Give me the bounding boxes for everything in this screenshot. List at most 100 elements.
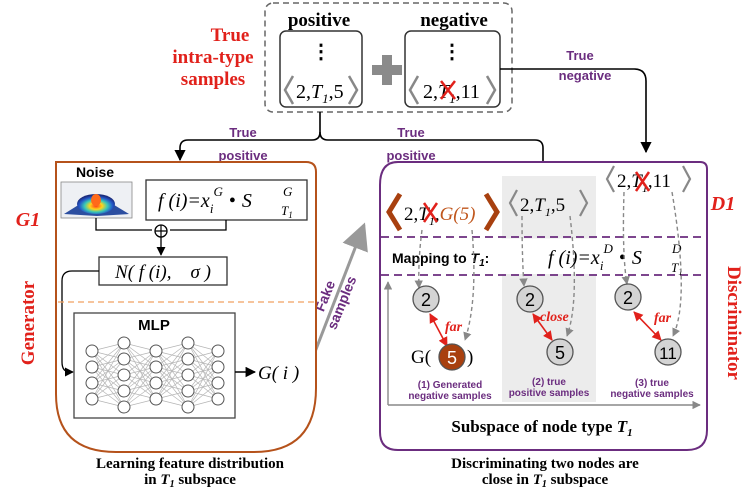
- normal-distribution-label: N( f (i), σ ): [114, 262, 211, 283]
- svg-text:2: 2: [525, 290, 535, 310]
- svg-text:close in T1 subspace: close in T1 subspace: [482, 472, 609, 487]
- svg-text:Learning feature distribution: Learning feature distribution: [96, 456, 285, 472]
- true-negative-label: True negative: [559, 48, 612, 83]
- mlp-neuron: [149, 344, 163, 358]
- mlp-edge: [91, 342, 125, 368]
- far-arrow-2: [633, 311, 662, 341]
- svg-text:positive: positive: [386, 148, 435, 163]
- cross-icon: [634, 171, 651, 192]
- oplus-icon: [154, 224, 168, 238]
- generator-formula-s-sup: G: [283, 184, 293, 199]
- title-line3: samples: [181, 69, 245, 90]
- mlp-neuron: [211, 376, 225, 390]
- generated-node-prefix: G(: [411, 347, 431, 368]
- title-line2: intra-type: [172, 47, 253, 68]
- column3-caption-line2: negative samples: [610, 389, 694, 400]
- mapping-band: [382, 238, 705, 274]
- node-source-3: 2: [614, 283, 642, 311]
- svg-text:True: True: [229, 125, 256, 140]
- generated-node-suffix: ): [467, 347, 473, 368]
- mlp-neuron: [181, 400, 195, 414]
- true-positive-right-label: True positive: [386, 125, 435, 163]
- fake-samples-arrow: [306, 222, 368, 371]
- mlp-neuron: [211, 392, 225, 406]
- positive-sample-box: [279, 30, 363, 108]
- true-negative-arrow: [500, 68, 652, 154]
- close-arrow: [532, 313, 553, 341]
- tuple-to-node-arrows: [414, 191, 682, 341]
- right-angle-icon: [347, 75, 359, 105]
- svg-text:positive: positive: [218, 148, 267, 163]
- axis-label: Subspace of node type T1: [451, 417, 632, 439]
- generated-tuple: 2,T1,G(5): [386, 192, 500, 232]
- mlp-edge: [123, 366, 157, 408]
- node-source-2: 2: [516, 285, 544, 313]
- negative-dots: ⋮: [442, 41, 462, 63]
- left-angle-icon: [605, 165, 615, 193]
- mlp-neuron: [85, 376, 99, 390]
- noise-connector: [95, 218, 152, 231]
- negative-group: negative ⋮ 2,T1,11: [404, 10, 501, 108]
- mlp-neuron: [211, 344, 225, 358]
- cross-icon: [440, 80, 456, 100]
- svg-text:True: True: [397, 125, 424, 140]
- node-source-1: 2: [412, 285, 440, 313]
- svg-text:2,T1,11: 2,T1,11: [617, 171, 671, 195]
- generator-formula: f (i)=xiG•S: [158, 184, 252, 216]
- close-label: close: [540, 310, 569, 325]
- mlp-neuron: [181, 352, 195, 366]
- svg-text:2,T1,5: 2,T1,5: [520, 195, 565, 219]
- svg-text:2: 2: [623, 288, 633, 308]
- mlp-neuron: [85, 344, 99, 358]
- positive-label: positive: [288, 10, 350, 31]
- svg-text:Discriminating two nodes are: Discriminating two nodes are: [451, 456, 639, 472]
- mlp-edge: [187, 366, 219, 408]
- positive-group: positive ⋮ 2,T1,5: [279, 10, 363, 108]
- noise-label: Noise: [76, 164, 114, 180]
- column1-caption-line1: (1) Generated: [418, 380, 482, 391]
- mlp-neuron: [117, 336, 131, 350]
- column1-caption-line2: negative samples: [408, 391, 492, 402]
- cross-icon: [422, 202, 439, 223]
- discriminator-side-label: Discriminator: [723, 266, 744, 381]
- mlp-neuron: [181, 336, 195, 350]
- title-line1: True: [211, 25, 250, 46]
- far-label-1: far: [445, 320, 463, 335]
- mlp-neuron: [117, 352, 131, 366]
- mlp-neuron: [117, 368, 131, 382]
- far-label-2: far: [654, 311, 672, 326]
- far-arrow-1: [429, 313, 448, 347]
- mlp-edge: [187, 350, 219, 408]
- mlp-neuron: [181, 384, 195, 398]
- mlp-neuron: [149, 376, 163, 390]
- generator-side-label: Generator: [18, 280, 39, 365]
- mlp-edge: [155, 342, 189, 368]
- mlp-edge: [123, 382, 157, 408]
- negative-tuple-d: 2,T1,11: [605, 165, 692, 195]
- formula-connector: [170, 220, 227, 231]
- mapping-label: Mapping to T1:: [392, 250, 489, 269]
- generator-caption: Learning feature distribution in T1 subs…: [96, 456, 285, 487]
- mlp-edge: [155, 358, 189, 400]
- column2-caption-line2: positive samples: [509, 388, 590, 399]
- node-negative: 11: [654, 338, 682, 366]
- mlp-edge: [155, 342, 189, 400]
- svg-text:in T1 subspace: in T1 subspace: [144, 472, 236, 487]
- normal-to-mlp-arrow: [61, 270, 99, 377]
- mlp-edge: [187, 350, 219, 392]
- column2-caption-line1: (2) true: [532, 377, 566, 388]
- mlp-edge: [123, 350, 157, 408]
- mlp-edge: [155, 342, 189, 384]
- mlp-edge: [91, 374, 125, 400]
- svg-text:2: 2: [421, 290, 431, 310]
- svg-text:negative: negative: [559, 68, 612, 83]
- svg-text:5: 5: [447, 348, 457, 368]
- mlp-neuron: [85, 392, 99, 406]
- normal-distribution-box: [98, 256, 228, 286]
- discriminator-caption: Discriminating two nodes are close in T1…: [451, 456, 639, 487]
- noise-distribution-image: [60, 181, 133, 219]
- right-angle-icon: [485, 75, 497, 105]
- mlp-neuron: [211, 360, 225, 374]
